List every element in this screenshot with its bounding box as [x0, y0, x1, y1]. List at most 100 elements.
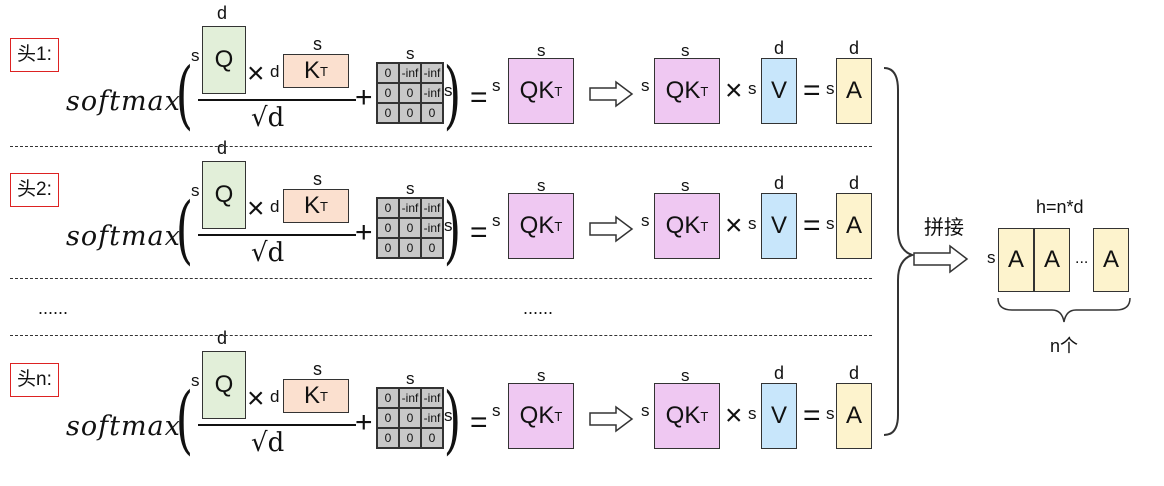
v-left-dim: s: [748, 214, 757, 233]
left-paren: (: [175, 52, 194, 138]
concat-bottom-brace: [997, 297, 1131, 323]
mask-cell: 0: [399, 428, 421, 448]
plus-sign: +: [355, 81, 373, 114]
mask-cell: -inf: [421, 63, 443, 83]
mask-cell: 0: [377, 198, 399, 218]
times-sign: ×: [725, 209, 743, 242]
separator-line: [10, 335, 872, 336]
v-matrix: V: [761, 193, 797, 259]
fraction-bar: [198, 234, 356, 236]
qk2-top-dim: s: [681, 176, 690, 195]
k-left-dim: d: [270, 387, 280, 406]
a-top-dim: d: [849, 173, 860, 193]
q-top-dim: d: [217, 3, 228, 23]
v-top-dim: d: [774, 173, 785, 193]
concat-label: 拼接: [924, 217, 964, 239]
fraction-bar: [198, 99, 356, 101]
mask-right-dim: s: [444, 81, 453, 100]
mask-cell: 0: [377, 218, 399, 238]
mask-cell: 0: [399, 218, 421, 238]
concat-s-label: s: [987, 248, 996, 267]
v-left-dim: s: [748, 79, 757, 98]
mask-cell: 0: [399, 408, 421, 428]
mask-cell: -inf: [421, 218, 443, 238]
a-left-dim: s: [826, 404, 835, 423]
equals-sign: =: [803, 209, 821, 242]
concat-count-label: n个: [1050, 336, 1079, 356]
mask-cell: 0: [377, 408, 399, 428]
v-matrix: V: [761, 383, 797, 449]
qk1-top-dim: s: [537, 366, 546, 385]
plus-sign: +: [355, 216, 373, 249]
equals-sign: =: [470, 216, 488, 249]
mask-cell: 0: [377, 63, 399, 83]
mask-cell: 0: [377, 388, 399, 408]
q-top-dim: d: [217, 328, 228, 348]
transform-arrow-icon: [589, 405, 634, 433]
equals-sign: =: [470, 81, 488, 114]
mask-cell: 0: [377, 83, 399, 103]
v-top-dim: d: [774, 363, 785, 383]
right-paren: ): [443, 377, 462, 463]
qk1-left-dim: s: [492, 211, 501, 230]
q-left-dim: s: [191, 371, 200, 390]
ellipsis-mid: ......: [523, 298, 554, 318]
mask-right-dim: s: [444, 216, 453, 235]
transform-arrow-icon: [589, 80, 634, 108]
k-top-dim: s: [313, 169, 322, 189]
concat-dots: ...: [1075, 250, 1089, 267]
qk1-top-dim: s: [537, 176, 546, 195]
softmax-label: softmax: [66, 86, 181, 117]
mask-right-dim: s: [444, 406, 453, 425]
mask-cell: -inf: [421, 388, 443, 408]
left-paren: (: [175, 377, 194, 463]
mask-cell: 0: [421, 103, 443, 123]
v-top-dim: d: [774, 38, 785, 58]
q-left-dim: s: [191, 46, 200, 65]
right-brace: [883, 67, 915, 436]
qk2-left-dim: s: [641, 76, 650, 95]
mask-cell: -inf: [421, 83, 443, 103]
mask-cell: -inf: [399, 388, 421, 408]
times-sign: ×: [725, 74, 743, 107]
qk1-left-dim: s: [492, 401, 501, 420]
qk1-left-dim: s: [492, 76, 501, 95]
concat-arrow-icon: [913, 244, 969, 274]
concat-h-label: h=n*d: [1036, 197, 1084, 217]
equals-sign: =: [803, 399, 821, 432]
a-matrix: A: [836, 383, 872, 449]
equals-sign: =: [803, 74, 821, 107]
mask-cell: -inf: [399, 63, 421, 83]
mask-cell: -inf: [421, 198, 443, 218]
qk2-left-dim: s: [641, 401, 650, 420]
right-paren: ): [443, 52, 462, 138]
concat-a-block-1: A: [998, 228, 1034, 292]
mask-top-dim: s: [406, 44, 415, 63]
k-top-dim: s: [313, 34, 322, 54]
qk2-top-dim: s: [681, 366, 690, 385]
k-left-dim: d: [270, 197, 280, 216]
equals-sign: =: [470, 406, 488, 439]
qk1-top-dim: s: [537, 41, 546, 60]
times-sign: ×: [247, 57, 265, 90]
a-left-dim: s: [826, 79, 835, 98]
a-matrix: A: [836, 193, 872, 259]
mask-cell: 0: [377, 238, 399, 258]
mask-top-dim: s: [406, 369, 415, 388]
mask-cell: -inf: [399, 198, 421, 218]
mask-top-dim: s: [406, 179, 415, 198]
times-sign: ×: [247, 382, 265, 415]
right-paren: ): [443, 187, 462, 273]
head-tag: 头n:: [10, 363, 59, 397]
ellipsis-left: ......: [38, 298, 69, 318]
mask-cell: 0: [421, 238, 443, 258]
left-paren: (: [175, 187, 194, 273]
softmax-label: softmax: [66, 221, 181, 252]
